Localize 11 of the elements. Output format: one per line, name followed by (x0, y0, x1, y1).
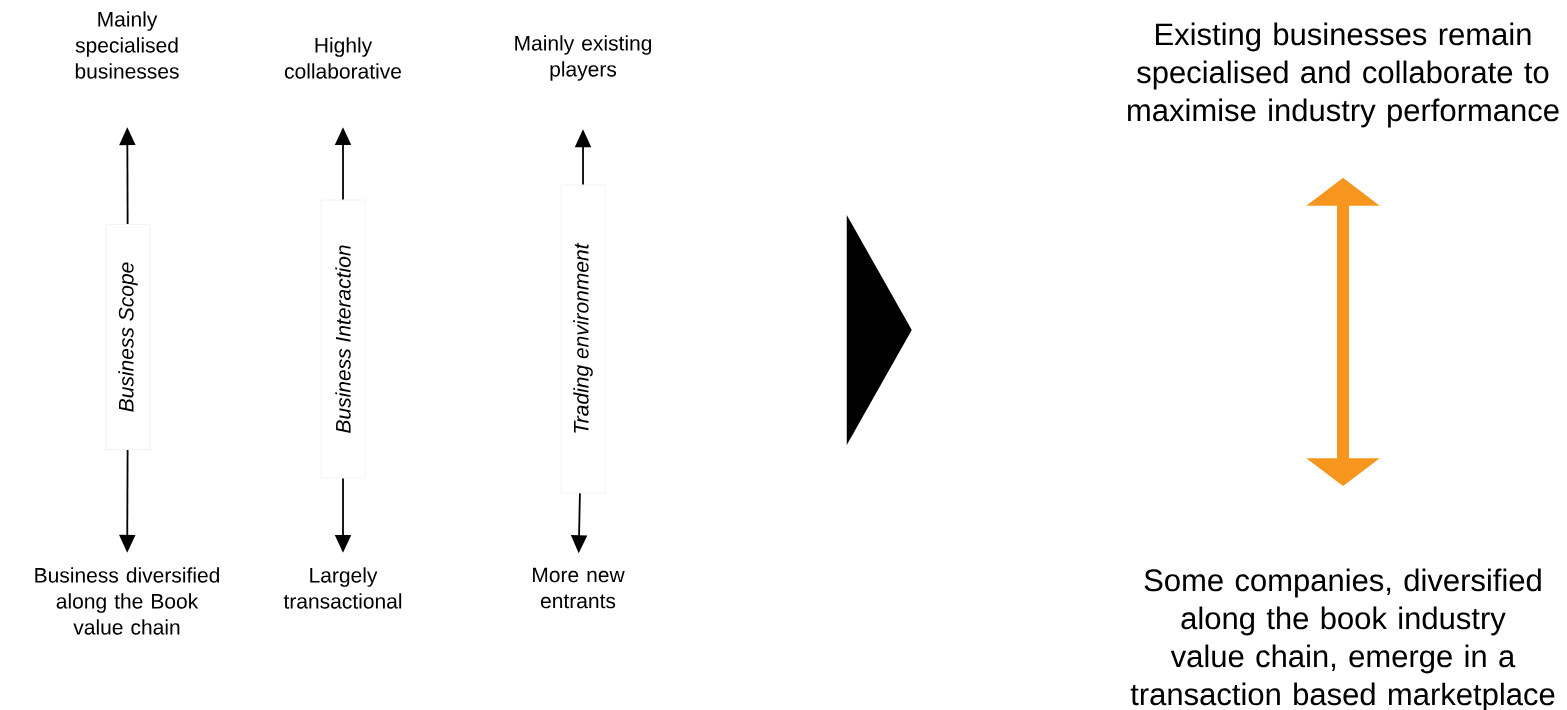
axis-label: Business Interaction (320, 199, 366, 479)
pole-text: Business diversified along the Book value chain (35, 567, 219, 635)
pole-text: Largely transactional (283, 567, 402, 609)
pole-text: Highly collaborative (284, 37, 401, 79)
axis-label: Business Scope (105, 224, 151, 450)
pole-text: Mainly existing players (515, 35, 652, 81)
outcome-text: Existing businesses remain specialised and collaborate to maximise industry performance (1128, 22, 1559, 128)
pole-text: Mainly specialised businesses (75, 11, 179, 79)
pole-text: More new entrants (533, 567, 625, 609)
axis-label: Trading environment (560, 184, 606, 494)
chevron (846, 215, 912, 445)
